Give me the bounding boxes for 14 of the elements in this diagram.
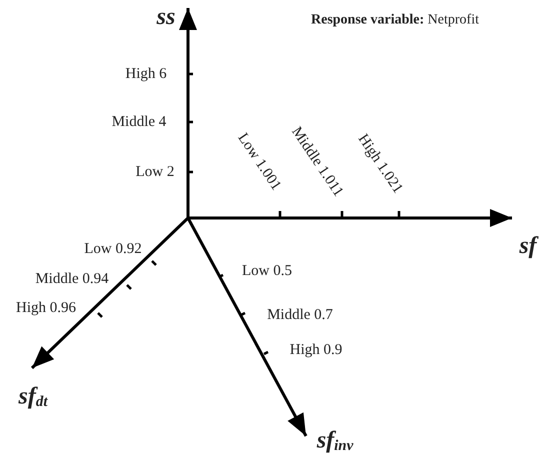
axis-title: ss [156,4,176,30]
axis-title: sf$_{dt}$ [18,384,48,410]
axis-title: sf$_{inv}$ [316,428,354,454]
tick-label: Low 0.5 [242,262,292,280]
tick-label: Middle 0.7 [267,306,333,324]
tick-label: Low 2 [136,164,174,180]
tick-label: High 0.9 [290,342,342,358]
tick-label: Middle 0.94 [35,270,109,288]
tick-label: Middle 4 [112,114,166,130]
tick-label: High 0.96 [16,300,76,316]
tick-label: Low 0.92 [84,240,142,258]
axis-title: sf [519,232,537,260]
response-note: Response variable: Netprofit [311,12,479,28]
tick-label: High 6 [125,66,167,82]
